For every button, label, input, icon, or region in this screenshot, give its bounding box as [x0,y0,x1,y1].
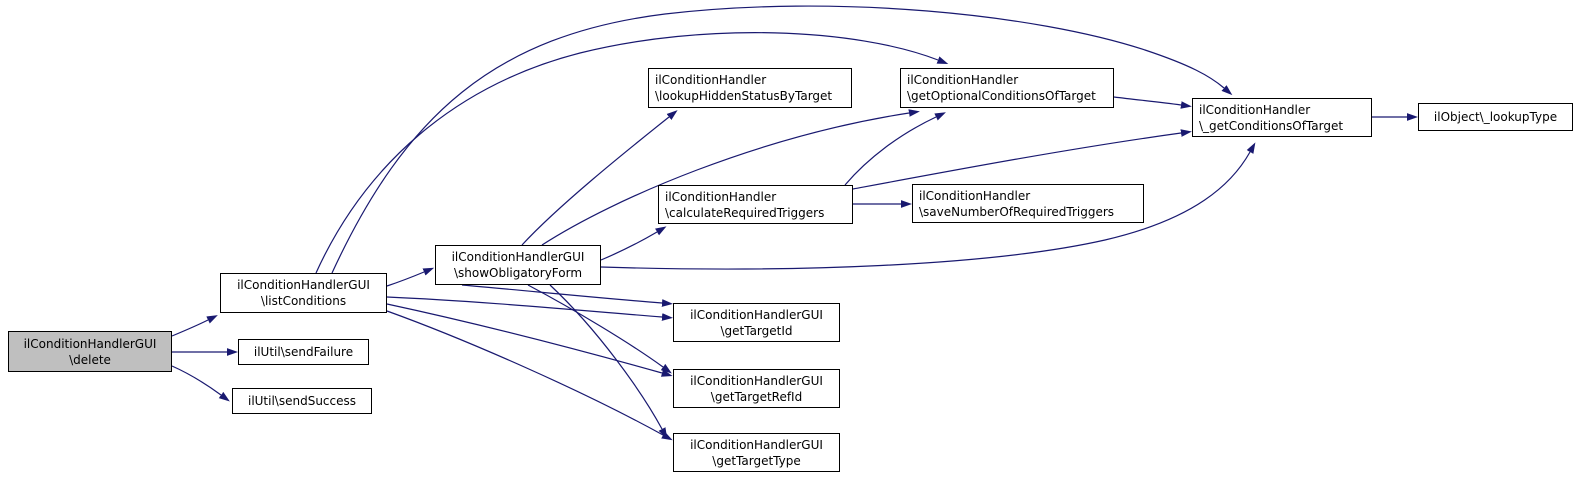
node-lookupHiddenStatusByTarget[interactable]: ilConditionHandler \lookupHiddenStatusByT… [648,68,852,108]
node-label-line: \getTargetRefId [710,389,803,404]
node-listConditions[interactable]: ilConditionHandlerGUI \listConditions [220,273,387,313]
node-label-line: ilObject\_lookupType [1433,110,1558,124]
node-getTargetType[interactable]: ilConditionHandlerGUI\getTargetType [673,433,840,472]
node-saveNumberOfRequiredTriggers[interactable]: ilConditionHandler\saveNumberOfRequiredT… [912,184,1144,223]
node-label-line: ilConditionHandler [1199,102,1311,117]
node-label-line: ilUtil\sendSuccess [247,394,357,408]
edge-delete-to-listConditions [171,315,218,337]
node-label-line: \delete [69,352,111,367]
node-label-line: ilConditionHandlerGUI [690,307,823,322]
node-sendSuccess[interactable]: ilUtil\sendSuccess [232,388,372,414]
edge-showObligatoryForm-to-getTargetType [549,284,668,439]
edge-getOptionalConditionsOfTarget-to-getConditionsOfTarget [1113,96,1192,109]
edge-calculateRequiredTriggers-to-getConditionsOfTarget [852,129,1192,190]
node-getConditionsOfTarget[interactable]: ilConditionHandler\_getConditionsOfTarge… [1192,98,1372,137]
node-label-line: ilUtil\sendFailure [253,345,354,359]
node-delete: ilConditionHandlerGUI\delete [8,331,172,372]
node-lookupType[interactable]: ilObject\_lookupType [1418,103,1573,131]
node-label-line: ilConditionHandler [655,73,767,87]
node-label-line: \showObligatoryForm [453,266,583,280]
node-getTargetId[interactable]: ilConditionHandlerGUI\getTargetId [673,303,840,342]
edge-listConditions-to-getTargetId [386,296,673,321]
edge-showObligatoryForm-to-getTargetId [461,284,673,307]
node-label-line: \listConditions [260,294,347,308]
node-sendFailure[interactable]: ilUtil\sendFailure [238,339,369,365]
edge-showObligatoryForm-to-getTargetRefId [527,284,672,374]
edge-showObligatoryForm-to-getConditionsOfTarget [600,142,1256,270]
node-label-line: \_getConditionsOfTarget [1199,118,1344,133]
node-label-line: ilConditionHandler [919,188,1031,203]
node-label-line: \lookupHiddenStatusByTarget [655,89,833,103]
node-label-line: \getTargetId [720,323,793,338]
node-label-line: ilConditionHandler [907,73,1019,87]
edge-listConditions-to-getTargetType [386,310,673,441]
edge-calculateRequiredTriggers-to-getOptionalConditionsOfTarget [844,112,946,186]
node-label-line: \getOptionalConditionsOfTarget [907,89,1096,103]
edge-showObligatoryForm-to-calculateRequiredTriggers [600,226,667,261]
node-label-line: ilConditionHandlerGUI [451,250,585,264]
node-label-line: ilConditionHandlerGUI [690,373,823,388]
node-label-line: \calculateRequiredTriggers [665,205,825,220]
edge-listConditions-to-getConditionsOfTarget [331,5,1233,274]
node-getOptionalConditionsOfTarget[interactable]: ilConditionHandler \getOptionalConditions… [900,68,1114,108]
node-label-line: ilConditionHandlerGUI [690,437,823,452]
node-label-line: ilConditionHandlerGUI [237,278,370,292]
edge-listConditions-to-getOptionalConditionsOfTarget [315,32,949,274]
node-label-line: ilConditionHandler [665,189,777,204]
node-calculateRequiredTriggers[interactable]: ilConditionHandler\calculateRequiredTrig… [658,185,853,224]
node-label-line: ilConditionHandlerGUI [23,336,157,351]
node-getTargetRefId[interactable]: ilConditionHandlerGUI\getTargetRefId [673,369,840,408]
edge-listConditions-to-showObligatoryForm [386,267,435,287]
node-label-line: \saveNumberOfRequiredTriggers [919,204,1115,219]
edge-listConditions-to-getTargetRefId [386,303,673,377]
node-label-line: \getTargetType [712,453,801,468]
edge-showObligatoryForm-to-lookupHiddenStatusByTarget [521,110,678,246]
edge-showObligatoryForm-to-getOptionalConditionsOfTarget [541,109,920,246]
node-showObligatoryForm[interactable]: ilConditionHandlerGUI \showObligatoryForm [435,245,601,285]
edge-delete-to-sendSuccess [171,365,230,402]
